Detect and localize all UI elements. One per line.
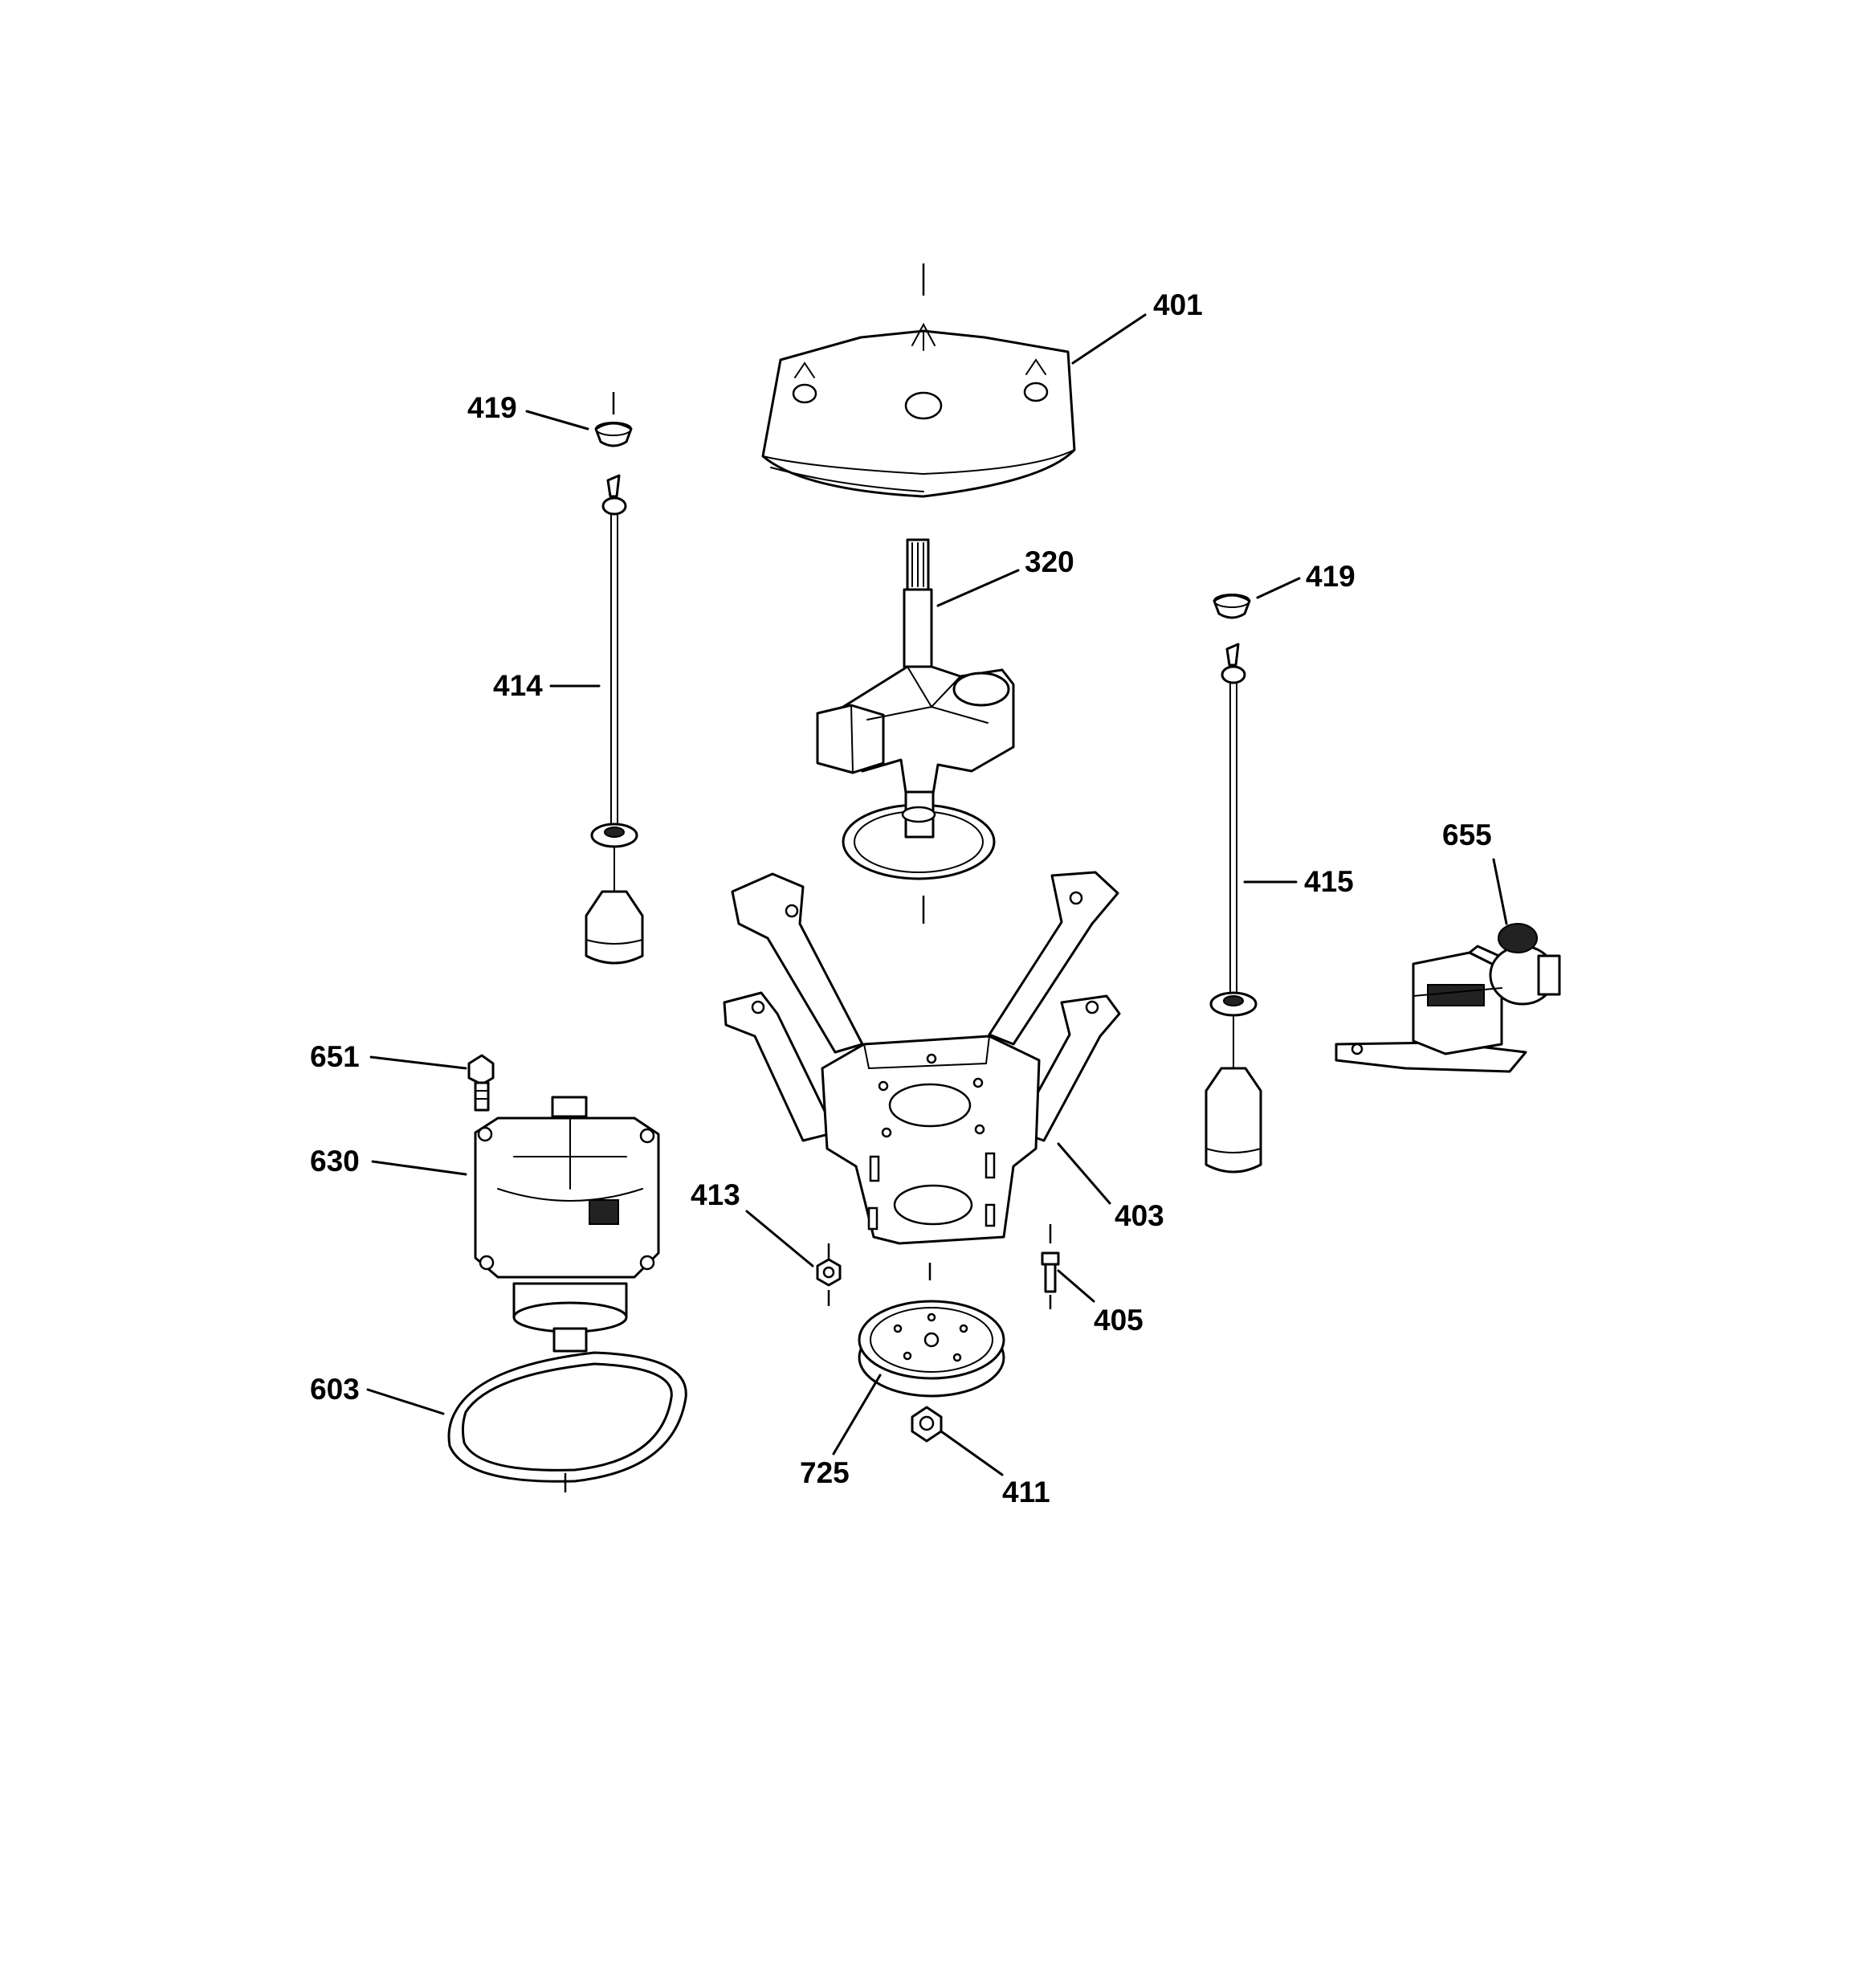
callout-651: 651 xyxy=(310,1040,360,1073)
callout-725: 725 xyxy=(800,1456,850,1489)
part-655-pump xyxy=(1335,923,1561,1073)
part-603-drive-belt xyxy=(447,1351,687,1492)
callout-414: 414 xyxy=(493,669,543,702)
part-725-pulley xyxy=(858,1263,1005,1398)
part-413-nut xyxy=(816,1243,842,1306)
part-414-suspension-rod-left xyxy=(585,474,644,965)
callout-630: 630 xyxy=(310,1145,360,1178)
callout-401: 401 xyxy=(1153,288,1203,321)
callout-labels: 401 419 419 320 414 415 655 651 630 413 … xyxy=(310,288,1492,1508)
leader-lines xyxy=(366,313,1508,1476)
callout-419-right: 419 xyxy=(1306,560,1355,593)
callout-320: 320 xyxy=(1025,545,1074,578)
part-419-pivot-cup-left xyxy=(594,392,633,447)
callout-419-left: 419 xyxy=(467,391,517,424)
part-411-nut xyxy=(911,1406,943,1443)
callout-603: 603 xyxy=(310,1373,360,1406)
part-405-screw xyxy=(1041,1224,1060,1309)
part-401-top-cover xyxy=(761,263,1076,498)
part-651-bolt xyxy=(467,1054,495,1112)
part-415-suspension-rod-right xyxy=(1205,643,1262,1174)
callout-411: 411 xyxy=(1002,1476,1050,1508)
callout-403: 403 xyxy=(1115,1199,1164,1232)
callout-655: 655 xyxy=(1442,818,1492,851)
callout-415: 415 xyxy=(1304,865,1354,898)
part-419-pivot-cup-right xyxy=(1213,594,1251,619)
part-403-mounting-bracket xyxy=(723,871,1121,1245)
callout-413: 413 xyxy=(691,1178,740,1211)
part-630-motor xyxy=(474,1096,660,1353)
callout-405: 405 xyxy=(1094,1304,1143,1337)
part-320-transmission xyxy=(816,538,1015,924)
